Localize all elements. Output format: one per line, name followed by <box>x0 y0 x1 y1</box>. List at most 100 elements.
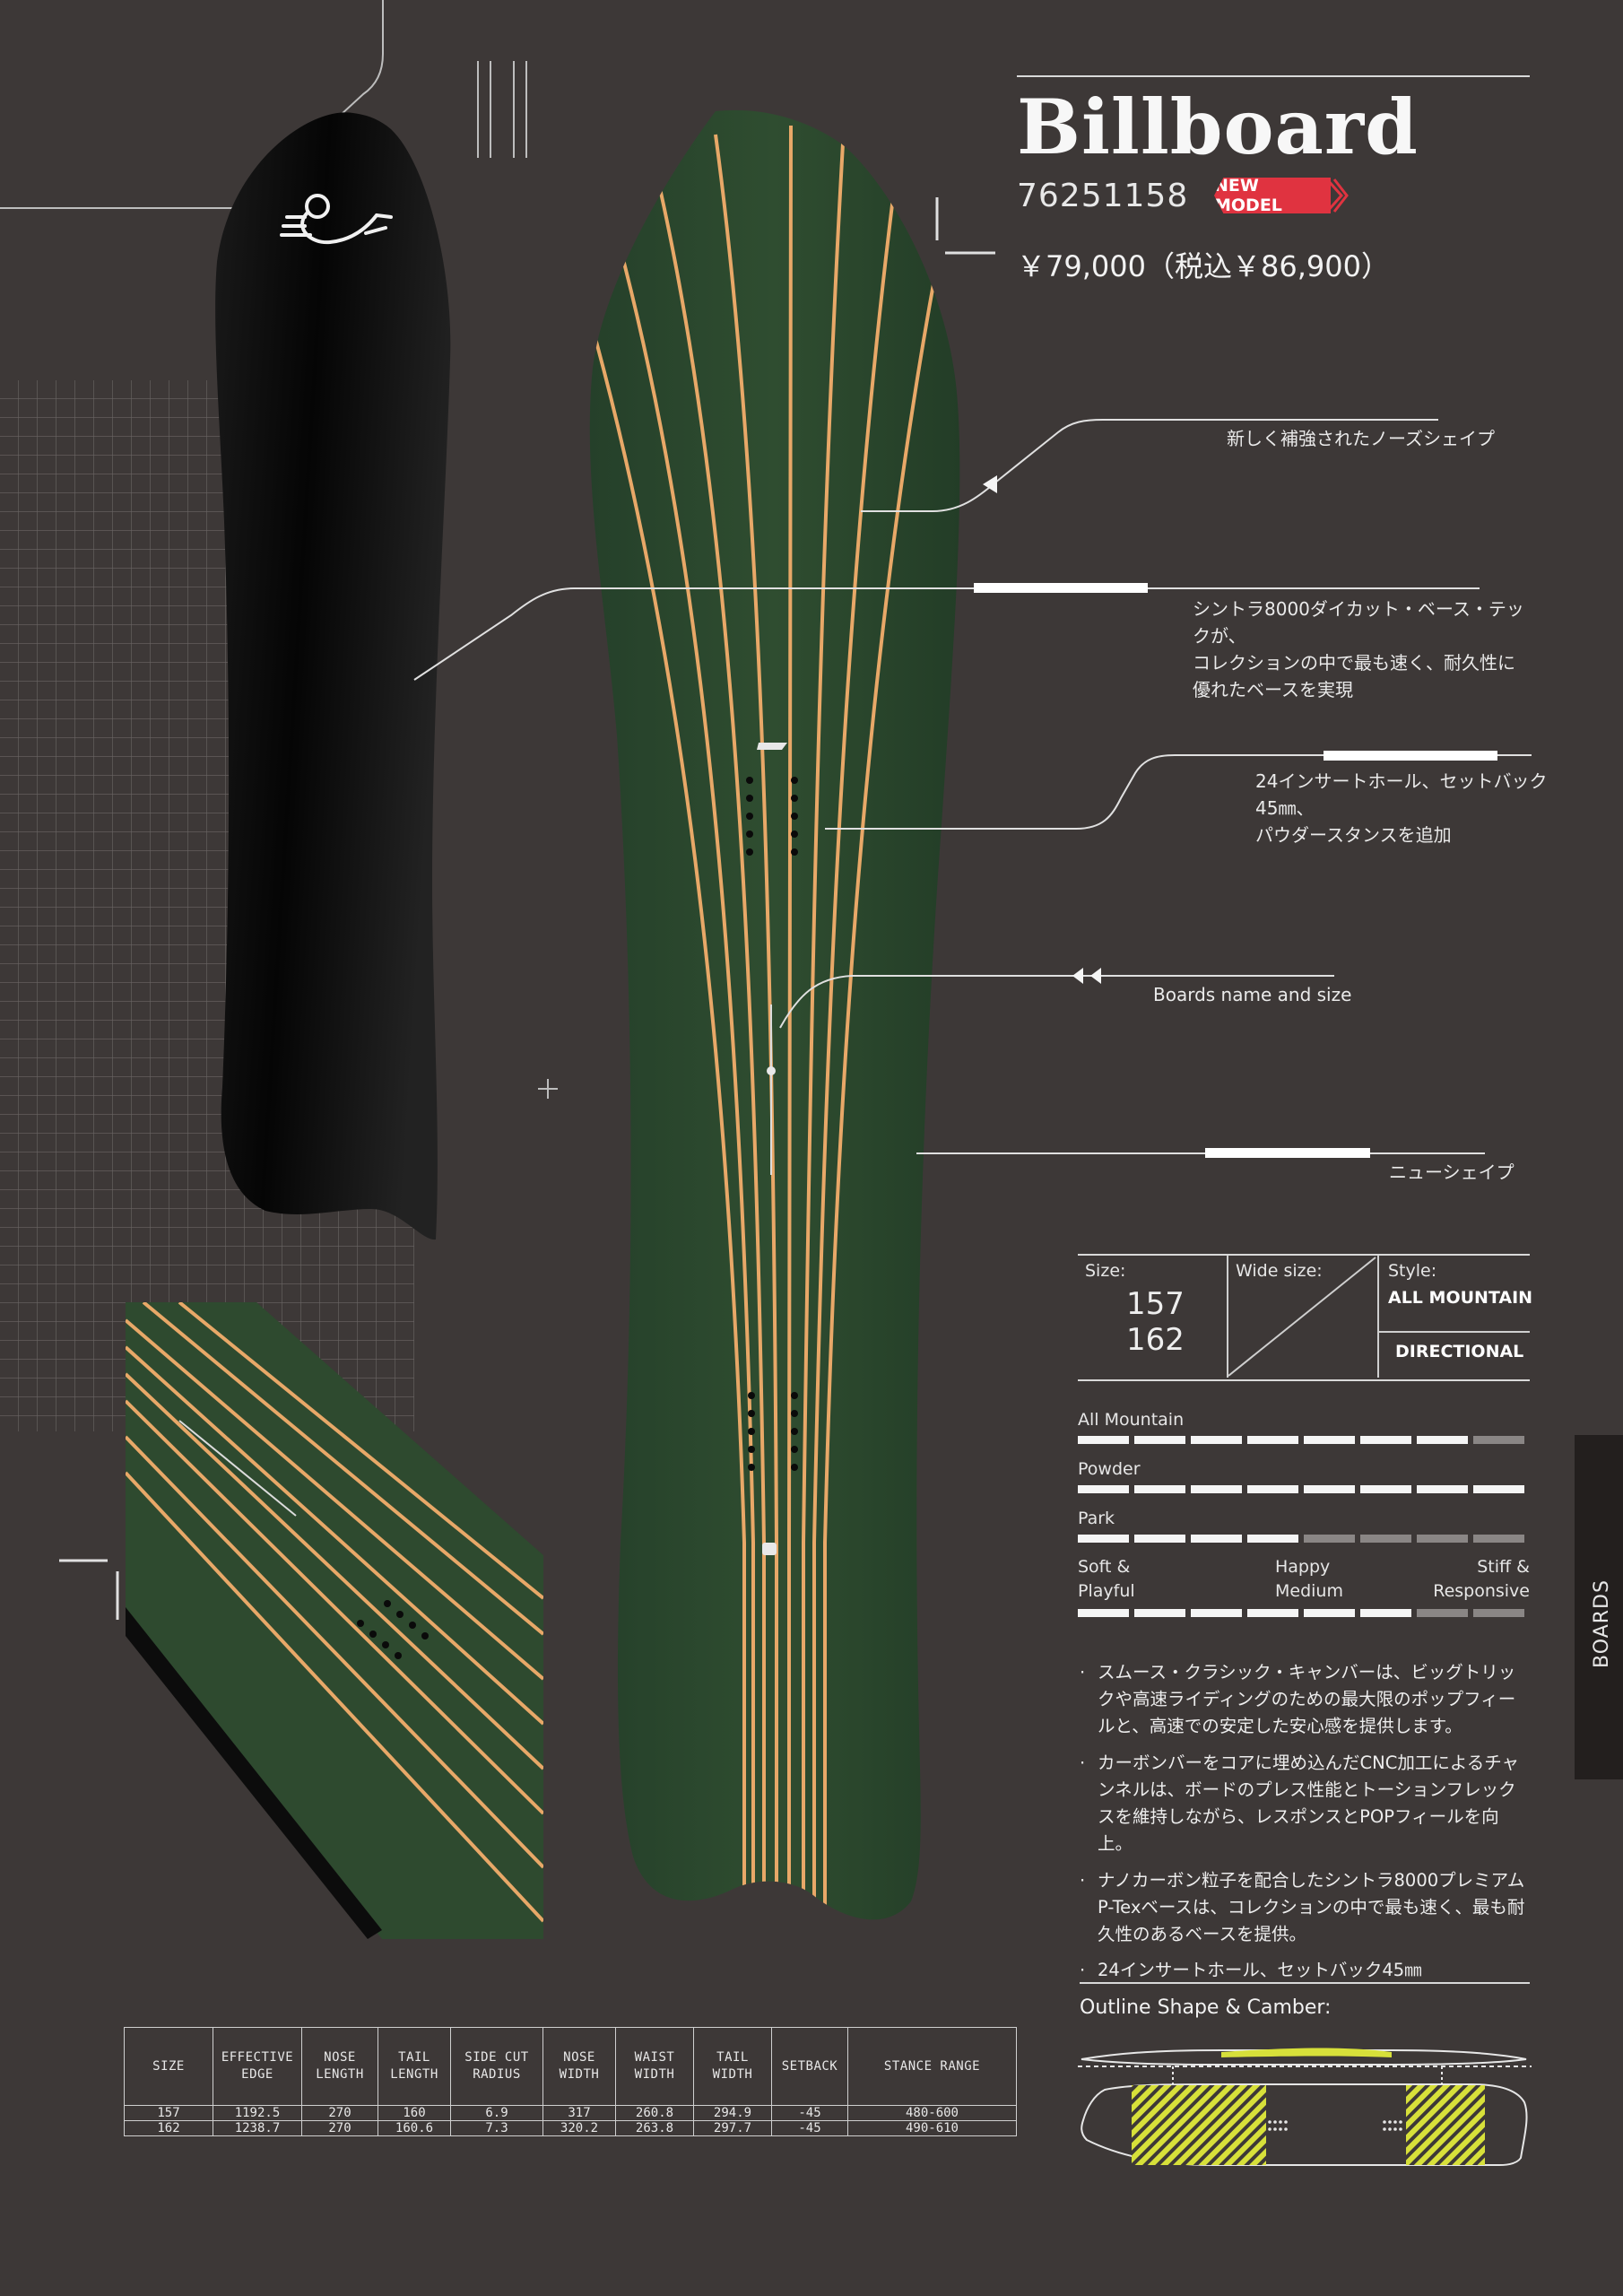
header-line: RADIUS <box>473 2067 521 2082</box>
table-cell: 294.9 <box>693 2105 772 2121</box>
rating-segment <box>1134 1436 1185 1444</box>
rating-segment <box>1191 1535 1242 1543</box>
table-cell: 270 <box>301 2105 378 2121</box>
flex-label-stiff: Stiff & Responsive <box>1395 1555 1530 1603</box>
outline-title: Outline Shape & Camber: <box>1080 1996 1332 2019</box>
rating-segment <box>1304 1485 1355 1493</box>
rating-segment <box>1191 1609 1242 1617</box>
rating-label-park: Park <box>1078 1509 1115 1528</box>
size-value: 162 <box>1126 1322 1185 1358</box>
header-line: WIDTH <box>634 2067 675 2082</box>
rating-segment <box>1304 1609 1355 1617</box>
table-header: SETBACK <box>771 2027 848 2106</box>
callout-line: コレクションの中で最も速く、耐久性に <box>1193 652 1515 674</box>
table-row: 162 1238.7 270 160.6 7.3 320.2 263.8 297… <box>124 2120 1017 2136</box>
rating-segment <box>1360 1609 1411 1617</box>
header-rule <box>1017 75 1530 77</box>
header-line: WIDTH <box>559 2067 600 2082</box>
table-cell: 160 <box>378 2105 451 2121</box>
feature-list: スムース・クラシック・キャンバーは、ビッグトリックや高速ライディングのための最大… <box>1078 1659 1532 1993</box>
callout-name-size: Boards name and size <box>1153 984 1352 1005</box>
callout-line: シントラ8000ダイカット・ベース・テックが、 <box>1193 598 1524 647</box>
list-item: 24インサートホール、セットバック45㎜ <box>1078 1957 1532 1984</box>
table-cell: 1192.5 <box>213 2105 302 2121</box>
outline-rule <box>1080 1982 1530 1984</box>
product-code: 76251158 <box>1017 178 1189 214</box>
rating-segment <box>1360 1485 1411 1493</box>
table-cell: 263.8 <box>615 2120 694 2136</box>
new-model-badge: NEW MODEL <box>1214 178 1331 213</box>
header-line: NOSE <box>324 2050 356 2066</box>
table-cell: 480-600 <box>847 2105 1017 2121</box>
header-line: NOSE <box>563 2050 595 2066</box>
list-item: スムース・クラシック・キャンバーは、ビッグトリックや高速ライディングのための最大… <box>1078 1659 1532 1741</box>
side-tab-text: BOARDS <box>1590 1578 1613 1668</box>
chevron-right-icon <box>1325 178 1349 213</box>
flex-label-line: Medium <box>1275 1580 1343 1601</box>
rating-segment <box>1247 1485 1298 1493</box>
header-line: SIDE CUT <box>464 2050 529 2066</box>
style-label: Style: <box>1388 1261 1437 1281</box>
rating-segment <box>1247 1609 1298 1617</box>
header-line: WIDTH <box>712 2067 753 2082</box>
table-cell: -45 <box>771 2120 848 2136</box>
flex-label-line: Responsive <box>1433 1580 1530 1601</box>
header-line: TAIL <box>398 2050 430 2066</box>
rating-segment <box>1304 1436 1355 1444</box>
rating-segment <box>1417 1485 1468 1493</box>
rating-segment <box>1191 1485 1242 1493</box>
rating-segment <box>1304 1535 1355 1543</box>
list-item: カーボンバーをコアに埋め込んだCNC加工によるチャンネルは、ボードのプレス性能と… <box>1078 1750 1532 1858</box>
header-line: LENGTH <box>390 2067 438 2082</box>
callout-nose-shape: 新しく補強されたノーズシェイプ <box>1227 428 1495 449</box>
header-line: EFFECTIVE <box>221 2050 294 2066</box>
wide-size-none-slash <box>1228 1257 1376 1377</box>
rating-segment <box>1134 1609 1185 1617</box>
callout-line: パウダースタンスを追加 <box>1255 824 1452 846</box>
rating-segment <box>1247 1436 1298 1444</box>
rating-segment <box>1134 1485 1185 1493</box>
product-title: Billboard <box>1017 83 1419 171</box>
side-tab-label: BOARDS <box>1584 1578 1619 1668</box>
callout-new-shape: ニューシェイプ <box>1389 1161 1515 1183</box>
board-base-image <box>215 112 451 1240</box>
callout-line: 24インサートホール、セットバック45㎜、 <box>1255 770 1548 819</box>
rating-segment <box>1473 1436 1524 1444</box>
rating-segment <box>1417 1535 1468 1543</box>
rating-segment <box>1078 1609 1129 1617</box>
rating-segment <box>1134 1535 1185 1543</box>
table-cell: 317 <box>542 2105 616 2121</box>
header-line: SIZE <box>152 2058 185 2074</box>
callout-line: 優れたベースを実現 <box>1193 679 1353 700</box>
table-cell: 157 <box>124 2105 213 2121</box>
table-cell: 1238.7 <box>213 2120 302 2136</box>
header-line: SETBACK <box>781 2058 838 2074</box>
rating-segment <box>1473 1485 1524 1493</box>
side-tab[interactable] <box>1575 1435 1623 1779</box>
rating-segment <box>1360 1535 1411 1543</box>
callout-base-tech: シントラ8000ダイカット・ベース・テックが、 コレクションの中で最も速く、耐久… <box>1193 596 1533 703</box>
table-cell: 320.2 <box>542 2120 616 2136</box>
rating-segment <box>1078 1436 1129 1444</box>
rating-segment <box>1417 1609 1468 1617</box>
table-cell: 6.9 <box>450 2105 543 2121</box>
board-topsheet-image <box>589 109 960 1920</box>
outline-camber-diagram <box>1078 2048 1532 2166</box>
table-cell: -45 <box>771 2105 848 2121</box>
flex-label-line: Playful <box>1078 1580 1135 1601</box>
list-item: ナノカーボン粒子を配合したシントラ8000プレミアムP-Texベースは、コレクシ… <box>1078 1867 1532 1949</box>
header-line: TAIL <box>716 2050 749 2066</box>
spec-divider <box>1377 1256 1379 1378</box>
rating-bar-park <box>1078 1535 1524 1543</box>
style-value-all-mountain: ALL MOUNTAIN <box>1388 1288 1533 1308</box>
table-cell: 297.7 <box>693 2120 772 2136</box>
